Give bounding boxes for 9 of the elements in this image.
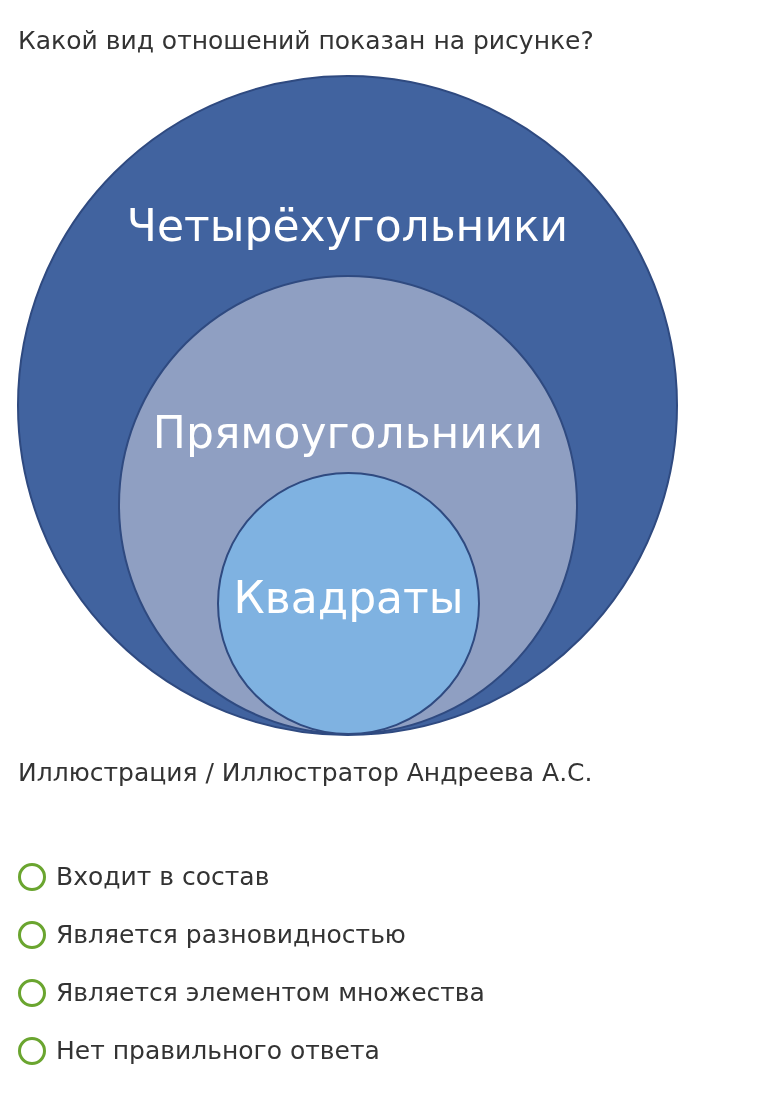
answer-option: Является разновидностью	[56, 920, 406, 949]
image-credit: Иллюстрация / Иллюстратор Андреева А.С.	[18, 758, 593, 787]
set-label: Прямоугольники	[151, 407, 545, 458]
question-text: Какой вид отношений показан на рисунке?	[18, 26, 594, 55]
set-label: Квадраты	[232, 572, 465, 623]
set-label: Четырёхугольники	[125, 200, 570, 251]
answer-option: Нет правильного ответа	[56, 1036, 380, 1065]
answer-option: Входит в состав	[56, 862, 270, 891]
answer-option: Является элементом множества	[56, 978, 485, 1007]
